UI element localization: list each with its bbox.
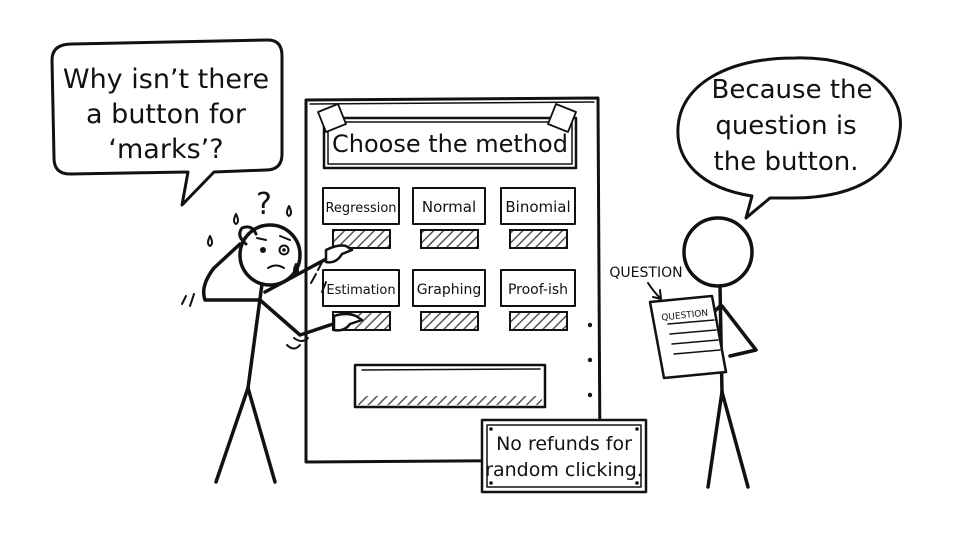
- speech-left-line-1: Why isn’t there: [63, 64, 269, 95]
- method-machine: Choose the method Regression Normal Bino…: [304, 96, 602, 464]
- method-label-regression: Regression: [325, 201, 396, 216]
- question-label: QUESTION: [609, 265, 682, 281]
- machine-title-sign: Choose the method: [317, 103, 578, 170]
- speech-left-line-3: ‘marks’?: [108, 134, 223, 165]
- refund-sign: No refunds for random clicking.: [480, 418, 648, 494]
- method-label-normal: Normal: [422, 198, 476, 216]
- coin-slot-regression[interactable]: [332, 229, 391, 249]
- refund-sign-line-2: random clicking.: [485, 459, 643, 481]
- question-paper[interactable]: QUESTION: [648, 294, 728, 380]
- paper-label: QUESTION: [661, 309, 709, 324]
- refund-sign-line-1: No refunds for: [496, 433, 632, 455]
- method-button-regression[interactable]: Regression: [322, 187, 400, 249]
- machine-title: Choose the method: [332, 130, 568, 158]
- method-button-estimation[interactable]: Estimation: [322, 269, 400, 331]
- coin-slot-binomial[interactable]: [509, 229, 568, 249]
- method-label-proof-ish: Proof-ish: [508, 282, 568, 298]
- question-label-annotation: QUESTION: [609, 265, 683, 300]
- confused-stick-figure: ?: [181, 187, 364, 484]
- output-tray[interactable]: [353, 363, 547, 409]
- method-button-binomial[interactable]: Binomial: [500, 187, 576, 249]
- speech-bubble-right: Because the question is the button.: [676, 56, 902, 220]
- speech-bubble-left: Why isn’t there a button for ‘marks’?: [50, 38, 284, 207]
- speech-left-line-2: a button for: [86, 99, 247, 130]
- coin-slot-normal[interactable]: [420, 229, 479, 249]
- method-label-binomial: Binomial: [505, 198, 570, 216]
- method-label-graphing: Graphing: [417, 282, 482, 298]
- method-label-estimation: Estimation: [326, 283, 395, 298]
- speech-right-line-1: Because the: [711, 75, 872, 105]
- explaining-stick-figure: [682, 216, 758, 489]
- method-button-proof-ish[interactable]: Proof-ish: [500, 269, 576, 331]
- coin-slot-graphing[interactable]: [420, 311, 479, 331]
- confusion-question-mark: ?: [256, 187, 272, 222]
- speech-right-line-2: question is: [715, 111, 856, 141]
- speech-right-line-3: the button.: [714, 147, 859, 177]
- method-button-graphing[interactable]: Graphing: [412, 269, 486, 331]
- method-button-normal[interactable]: Normal: [412, 187, 486, 249]
- coin-slot-proof-ish[interactable]: [509, 311, 568, 331]
